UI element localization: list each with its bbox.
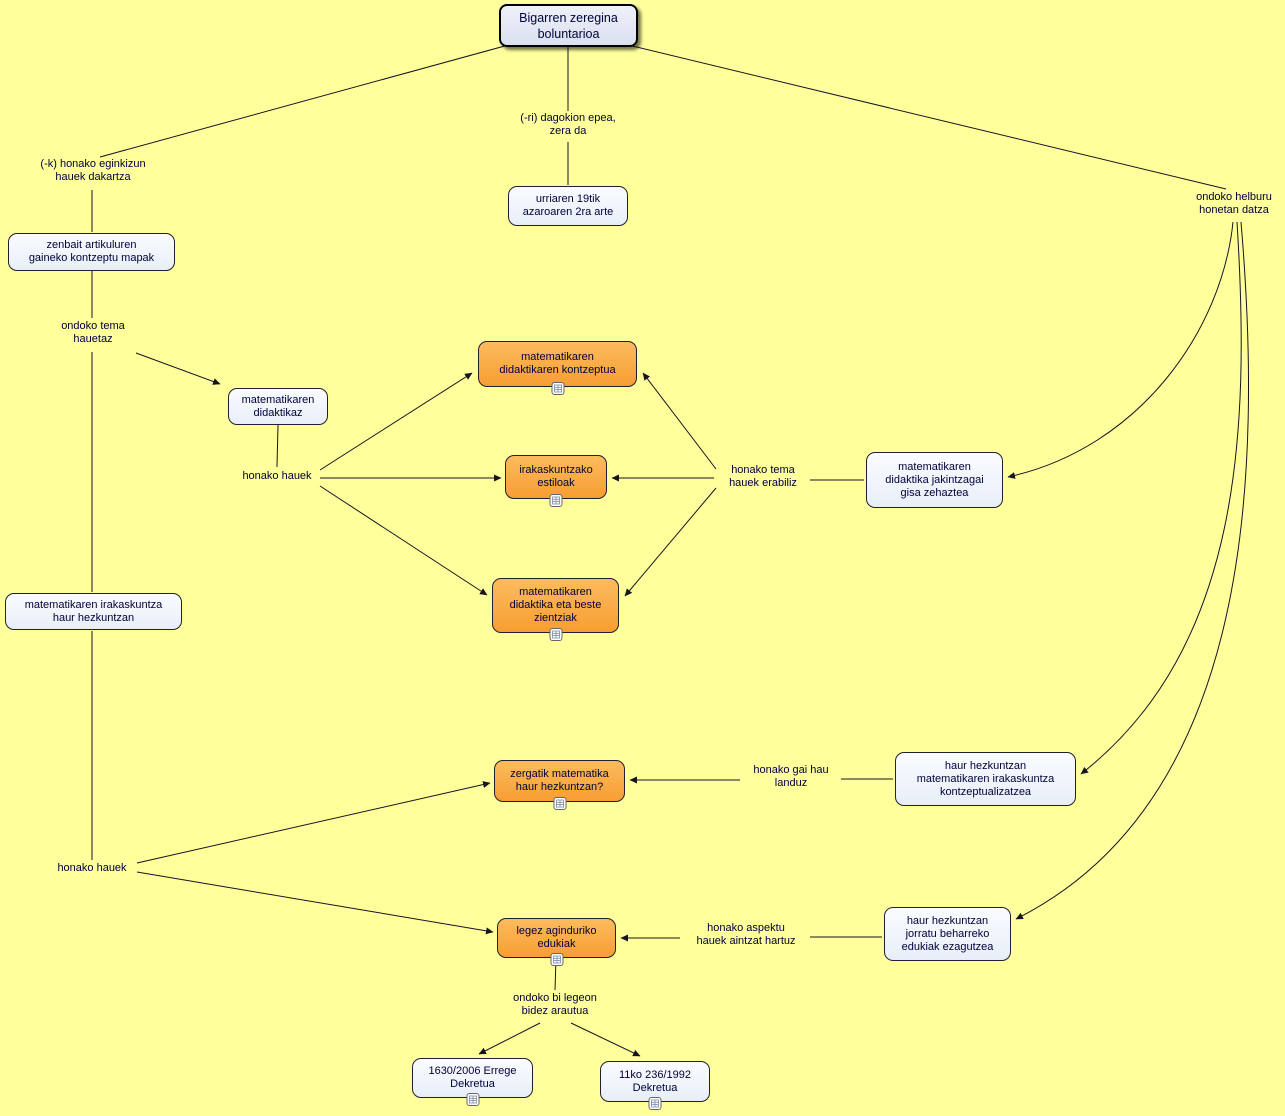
edge-honako1-zientziak xyxy=(319,485,488,596)
node-zergatik-matematika[interactable]: zergatik matematika haur hezkuntzan? xyxy=(494,760,625,810)
link-label-eginkizun[interactable]: (-k) honako eginkizun hauek dakartza xyxy=(40,158,146,183)
link-label-gai-landuz[interactable]: honako gai hau landuz xyxy=(753,764,829,789)
edge-honako1-kontzeptua xyxy=(319,372,473,471)
edge-erabiliz-kontzeptua xyxy=(642,372,717,470)
edge-bilegeon-1630 xyxy=(478,1022,541,1055)
node-dekretua-236-1992[interactable]: 11ko 236/1992 Dekretua xyxy=(600,1061,710,1110)
node-bigarren-zeregina[interactable]: Bigarren zeregina boluntarioa xyxy=(499,4,638,47)
resource-icon[interactable] xyxy=(648,1097,662,1110)
link-label-tema-erabiliz[interactable]: honako tema hauek erabiliz xyxy=(729,464,797,489)
edge-honako2-legez xyxy=(136,871,494,935)
resource-icon[interactable] xyxy=(551,382,564,395)
node-didaktika-beste-zientziak[interactable]: matematikaren didaktika eta beste zientz… xyxy=(492,578,619,641)
edge-honako2-zergatik xyxy=(136,781,491,864)
node-irakaskuntza-haur[interactable]: matematikaren irakaskuntza haur hezkuntz… xyxy=(5,593,182,630)
edge-root-eginkizun xyxy=(99,43,513,158)
node-label: zergatik matematika haur hezkuntzan? xyxy=(510,768,609,793)
edge-helburu-kontzeptualizatzea xyxy=(1080,221,1242,775)
node-label: legez aginduriko edukiak xyxy=(516,925,597,950)
node-label: 1630/2006 Errege Dekretua xyxy=(428,1065,517,1090)
node-label: zenbait artikuluren gaineko kontzeptu ma… xyxy=(28,239,155,264)
resource-icon[interactable] xyxy=(549,494,563,507)
node-irakaskuntzako-estiloak[interactable]: irakaskuntzako estiloak xyxy=(505,455,607,507)
node-edukiak-ezagutzea[interactable]: haur hezkuntzan jorratu beharreko edukia… xyxy=(884,907,1011,961)
node-artikuluren-mapak[interactable]: zenbait artikuluren gaineko kontzeptu ma… xyxy=(8,233,175,271)
node-label: Bigarren zeregina boluntarioa xyxy=(519,10,618,41)
resource-icon[interactable] xyxy=(549,628,562,641)
resource-icon[interactable] xyxy=(550,953,563,966)
edge-didaktikaz-honako1 xyxy=(276,424,279,468)
link-label-honako-hauek-2[interactable]: honako hauek xyxy=(57,862,127,874)
link-label-epea[interactable]: (-ri) dagokion epea, zera da xyxy=(520,112,616,137)
resource-icon[interactable] xyxy=(466,1093,479,1106)
edge-root-helburu xyxy=(623,43,1227,190)
node-legez-aginduriko-edukiak[interactable]: legez aginduriko edukiak xyxy=(497,918,616,966)
edge-bilegeon-236 xyxy=(570,1022,641,1057)
edge-helburu-ezagutzea xyxy=(1015,221,1250,920)
node-label: 11ko 236/1992 Dekretua xyxy=(619,1068,691,1094)
edge-helburu-jakintzagai xyxy=(1007,221,1234,479)
link-label-tema-hauetaz[interactable]: ondoko tema hauetaz xyxy=(61,320,125,345)
node-label: matematikaren didaktikaz xyxy=(241,393,315,419)
resource-icon[interactable] xyxy=(553,797,566,810)
node-epea-datak[interactable]: urriaren 19tik azaroaren 2ra arte xyxy=(508,186,628,226)
node-didaktikaren-kontzeptua[interactable]: matematikaren didaktikaren kontzeptua xyxy=(478,341,637,395)
edge-tema-didaktikaz xyxy=(135,352,221,385)
node-label: haur hezkuntzan matematikaren irakaskunt… xyxy=(916,759,1055,798)
node-dekretua-1630-2006[interactable]: 1630/2006 Errege Dekretua xyxy=(412,1058,533,1106)
node-kontzeptualizatzea[interactable]: haur hezkuntzan matematikaren irakaskunt… xyxy=(895,752,1076,806)
node-label: urriaren 19tik azaroaren 2ra arte xyxy=(522,193,614,218)
node-label: haur hezkuntzan jorratu beharreko edukia… xyxy=(901,914,994,953)
link-label-helburu[interactable]: ondoko helburu honetan datza xyxy=(1196,191,1272,216)
node-label: matematikaren irakaskuntza haur hezkuntz… xyxy=(24,598,163,624)
node-didaktikaz[interactable]: matematikaren didaktikaz xyxy=(228,388,328,425)
link-label-aspektu[interactable]: honako aspektu hauek aintzat hartuz xyxy=(696,922,796,947)
link-label-honako-hauek-1[interactable]: honako hauek xyxy=(242,470,312,482)
node-jakintzagai[interactable]: matematikaren didaktika jakintzagai gisa… xyxy=(866,452,1003,508)
node-label: irakaskuntzako estiloak xyxy=(519,464,593,489)
node-label: matematikaren didaktikaren kontzeptua xyxy=(499,351,616,376)
node-label: matematikaren didaktika jakintzagai gisa… xyxy=(885,460,984,499)
node-label: matematikaren didaktika eta beste zientz… xyxy=(509,586,602,624)
link-label-bi-legeon[interactable]: ondoko bi legeon bidez arautua xyxy=(513,992,597,1017)
edge-erabiliz-zientziak xyxy=(624,487,717,597)
